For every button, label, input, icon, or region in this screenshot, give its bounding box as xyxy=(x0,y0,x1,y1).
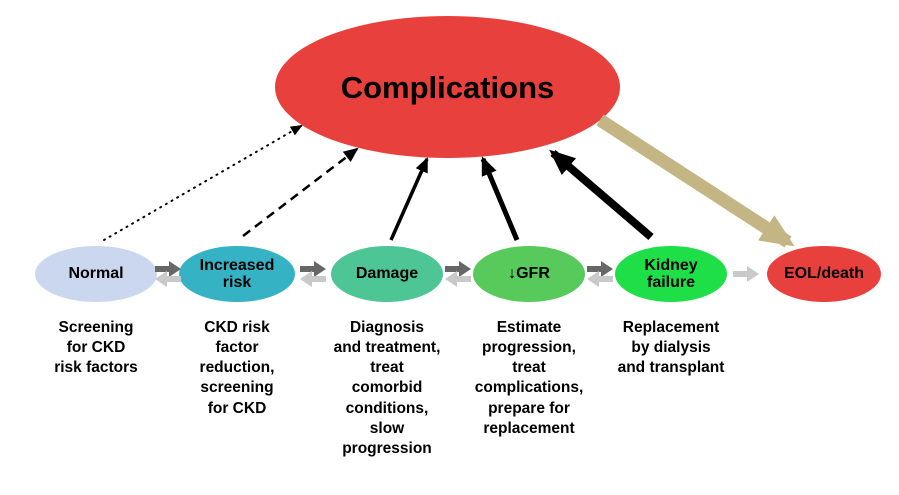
node-normal-label: Normal xyxy=(68,265,124,283)
connector-right-arrow xyxy=(733,266,759,282)
node-increased-risk: Increased risk xyxy=(179,246,295,302)
connector-left-arrow xyxy=(445,271,471,287)
node-damage-label: Damage xyxy=(355,265,419,283)
caption-kidney-failure: Replacement by dialysis and transplant xyxy=(617,319,725,377)
node-eol-death-label: EOL/death xyxy=(783,265,864,283)
node-decreased-gfr: ↓GFR xyxy=(473,246,585,302)
connector-left-arrow xyxy=(587,271,613,287)
connector-left-arrow xyxy=(300,271,326,287)
connector-left-arrow xyxy=(155,271,181,287)
node-decreased-gfr-label: ↓GFR xyxy=(508,265,550,283)
node-damage: Damage xyxy=(331,246,443,302)
caption-decreased-gfr: Estimate progression, treat complication… xyxy=(474,319,584,437)
connector-right-arrow xyxy=(445,261,471,277)
node-complications-label: Complications xyxy=(340,69,555,105)
arrow-gfr-to-complications xyxy=(480,156,520,241)
connector-right-arrow xyxy=(155,261,181,277)
node-kidney-failure: Kidney failure xyxy=(615,246,727,302)
connector-right-arrow xyxy=(300,261,326,277)
arrow-complications-to-eol-death xyxy=(596,114,795,248)
node-eol-death: EOL/death xyxy=(767,246,881,302)
arrow-kidney-failure-to-complications xyxy=(549,149,654,241)
node-kidney-failure-label: Kidney failure xyxy=(644,256,698,291)
arrow-damage-to-complications xyxy=(389,157,429,241)
node-increased-risk-label: Increased risk xyxy=(199,256,275,291)
arrow-increased-risk-to-complications xyxy=(242,147,359,237)
node-complications: Complications xyxy=(275,16,620,158)
connector-increased-risk-damage xyxy=(300,261,326,287)
connector-normal-increased-risk xyxy=(155,261,181,287)
caption-normal: Screening for CKD risk factors xyxy=(54,319,138,377)
caption-damage: Diagnosis and treatment, treat comorbid … xyxy=(333,319,441,457)
connector-gfr-kidney-failure xyxy=(587,261,613,287)
node-normal: Normal xyxy=(35,246,157,302)
connector-right-arrow xyxy=(587,261,613,277)
connector-damage-gfr xyxy=(445,261,471,287)
connector-kidney-failure-eol-death xyxy=(733,266,759,282)
arrow-normal-to-complications xyxy=(103,124,303,241)
caption-increased-risk: CKD risk factor reduction, screening for… xyxy=(199,319,275,417)
